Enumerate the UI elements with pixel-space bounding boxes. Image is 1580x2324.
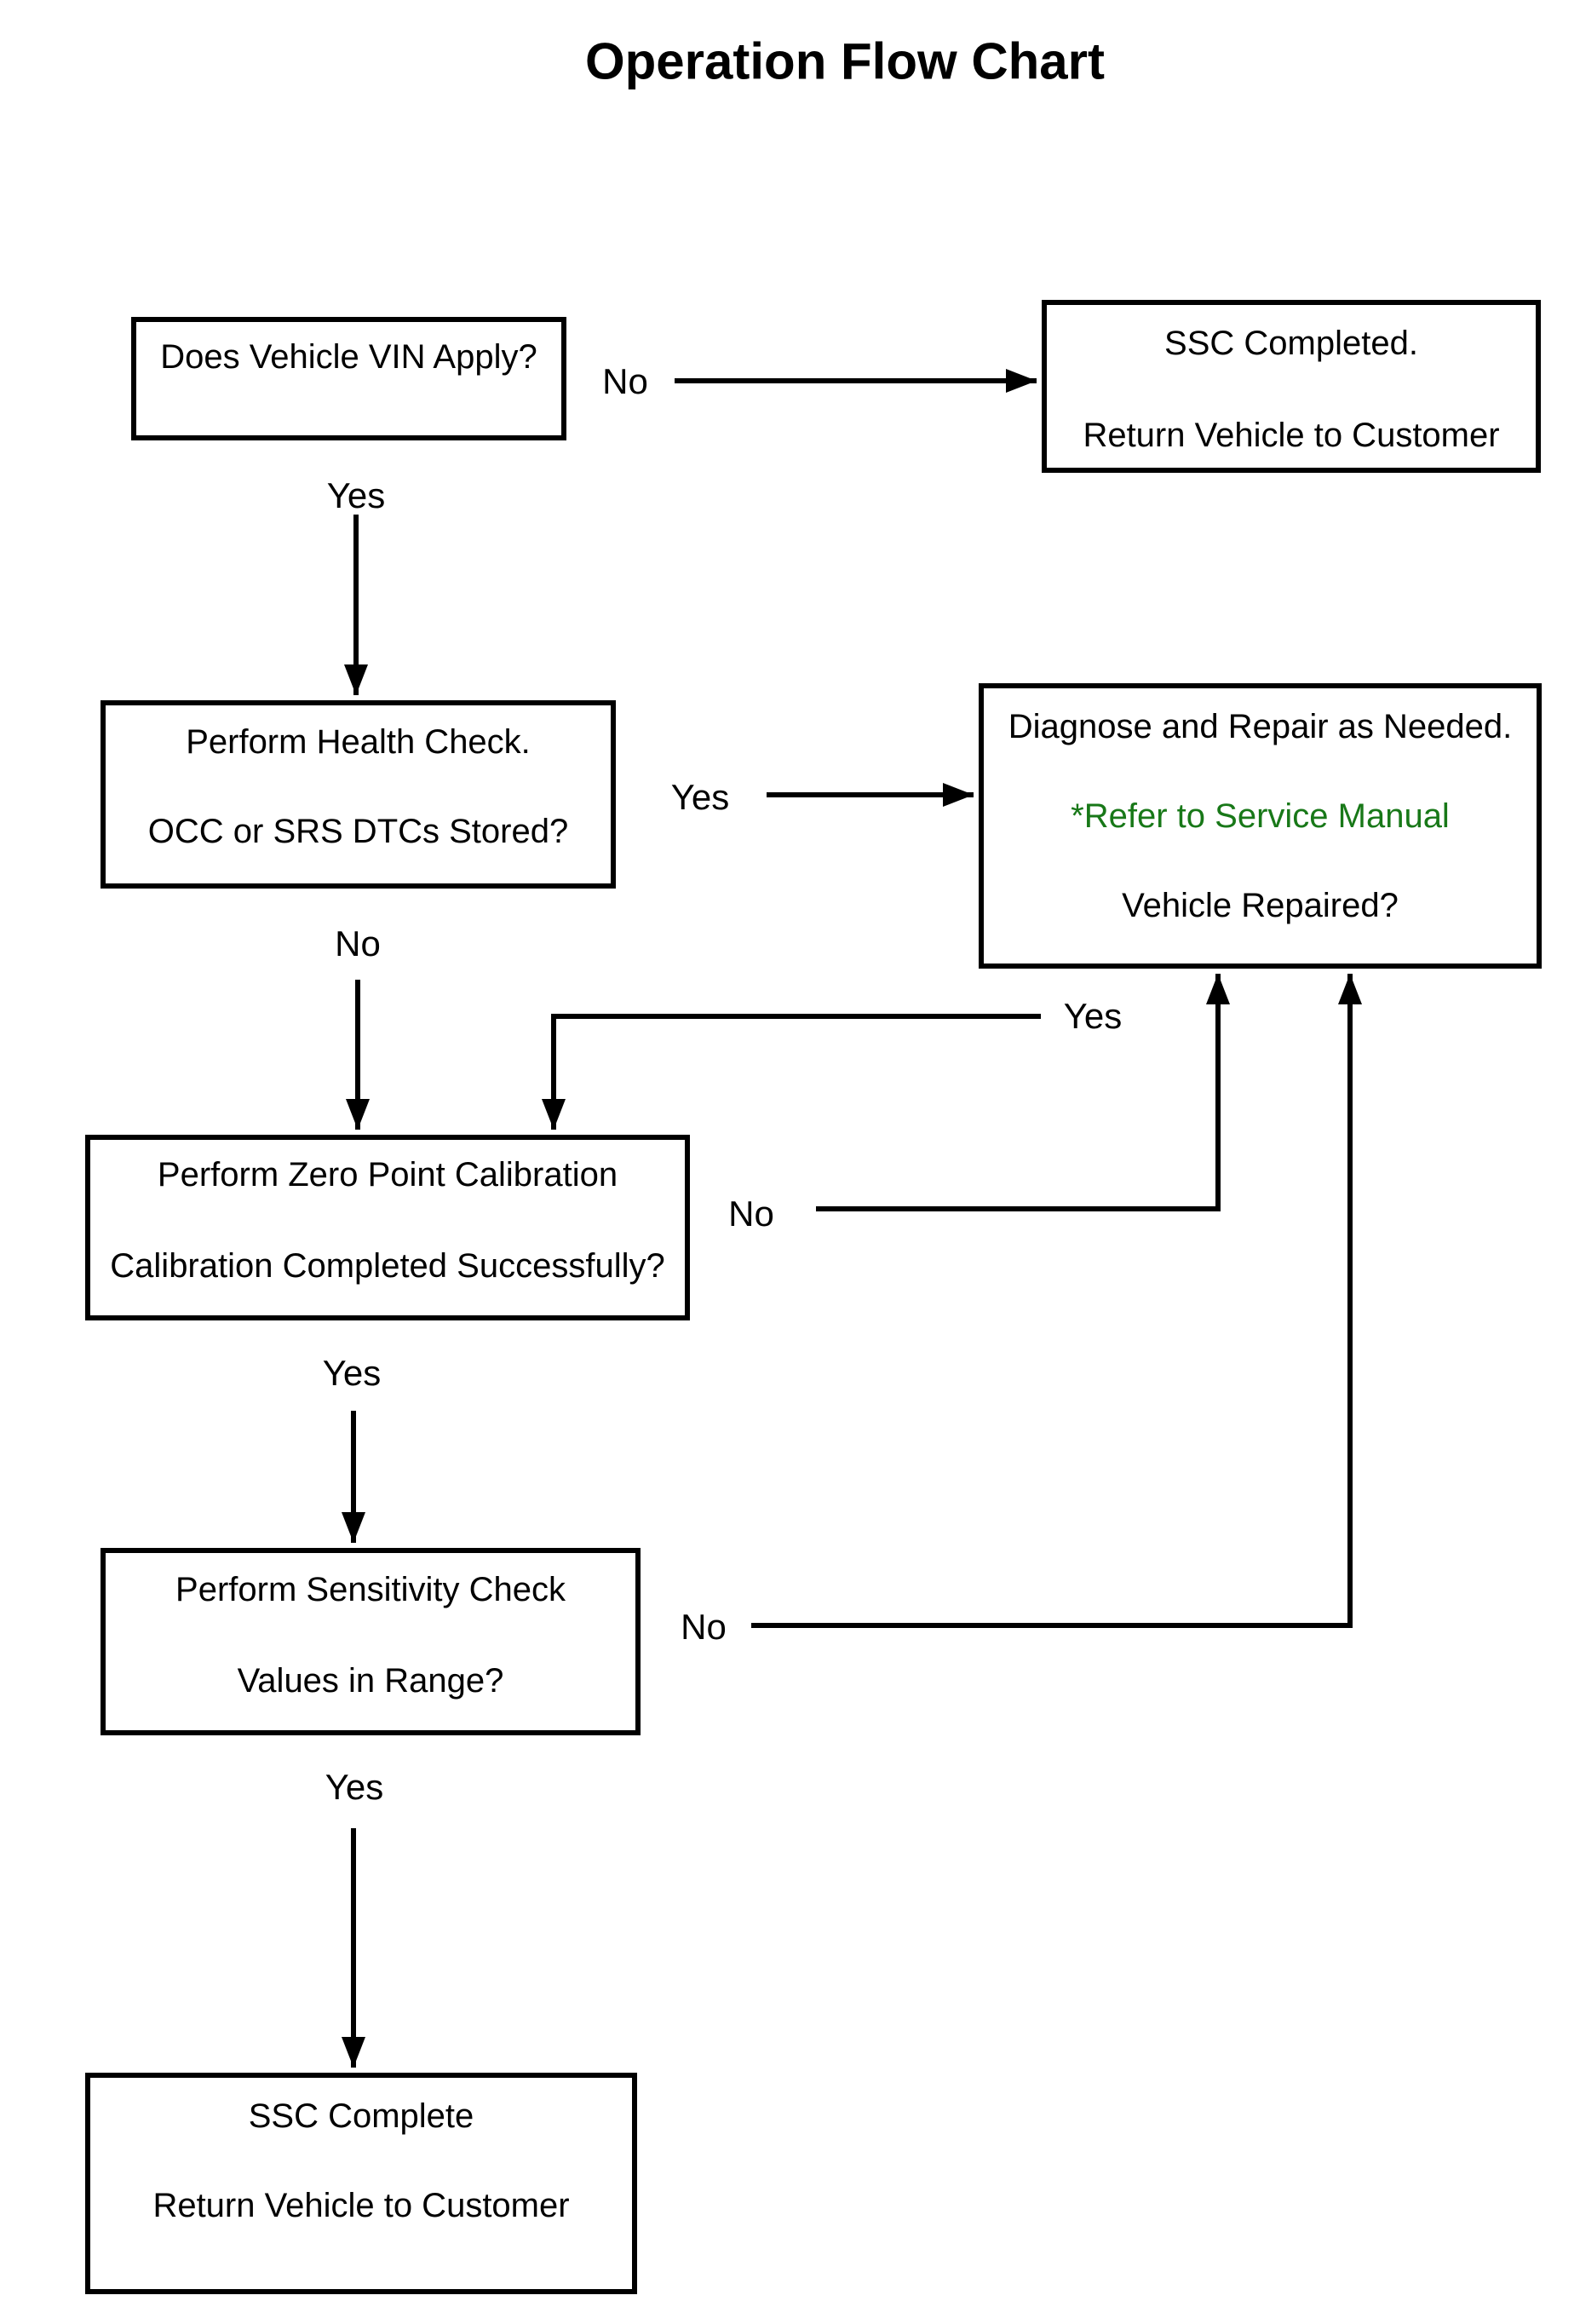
health-check-text: Perform Health Check. <box>186 723 531 761</box>
label-health-no: No <box>335 923 381 964</box>
sensitivity-check-box: Perform Sensitivity Check Values in Rang… <box>101 1548 641 1735</box>
vin-check-text: Does Vehicle VIN Apply? <box>160 338 537 376</box>
return-vehicle-text: Return Vehicle to Customer <box>1083 417 1500 454</box>
label-calibration-yes: Yes <box>322 1353 382 1393</box>
zero-point-calibration-box: Perform Zero Point Calibration Calibrati… <box>85 1135 690 1320</box>
ssc-completed-text: SSC Completed. <box>1164 325 1418 362</box>
connector-repaired-yes-to-zero-point <box>542 1014 1041 1130</box>
calibration-completed-text: Calibration Completed Successfully? <box>110 1247 665 1285</box>
label-range-no: No <box>681 1607 727 1647</box>
zero-point-text: Perform Zero Point Calibration <box>157 1156 618 1194</box>
health-check-box: Perform Health Check. OCC or SRS DTCs St… <box>101 700 616 889</box>
ssc-completed-box: SSC Completed. Return Vehicle to Custome… <box>1042 300 1541 473</box>
diagnose-repair-box: Diagnose and Repair as Needed. *Refer to… <box>979 683 1542 969</box>
flowchart-title: Operation Flow Chart <box>584 32 1106 90</box>
refer-service-manual-text: *Refer to Service Manual <box>1071 797 1450 835</box>
sensitivity-check-text: Perform Sensitivity Check <box>175 1571 566 1608</box>
ssc-complete-text: SSC Complete <box>248 2097 474 2135</box>
return-vehicle-bottom-text: Return Vehicle to Customer <box>152 2187 570 2224</box>
connector-calibration-no-to-diagnose <box>816 974 1230 1211</box>
label-health-yes: Yes <box>670 777 730 817</box>
diagnose-repair-text: Diagnose and Repair as Needed. <box>1008 708 1513 745</box>
vin-check-box: Does Vehicle VIN Apply? <box>131 317 566 440</box>
connector-range-no-to-diagnose <box>751 974 1362 1628</box>
values-in-range-text: Values in Range? <box>237 1662 504 1700</box>
label-calibration-no: No <box>728 1194 774 1234</box>
label-repaired-yes: Yes <box>1063 996 1123 1036</box>
label-vin-no: No <box>602 361 648 401</box>
ssc-complete-box: SSC Complete Return Vehicle to Customer <box>85 2073 637 2294</box>
label-range-yes: Yes <box>325 1767 384 1807</box>
vehicle-repaired-text: Vehicle Repaired? <box>1122 887 1399 924</box>
label-vin-yes: Yes <box>326 475 386 515</box>
dtcs-stored-text: OCC or SRS DTCs Stored? <box>147 813 569 850</box>
